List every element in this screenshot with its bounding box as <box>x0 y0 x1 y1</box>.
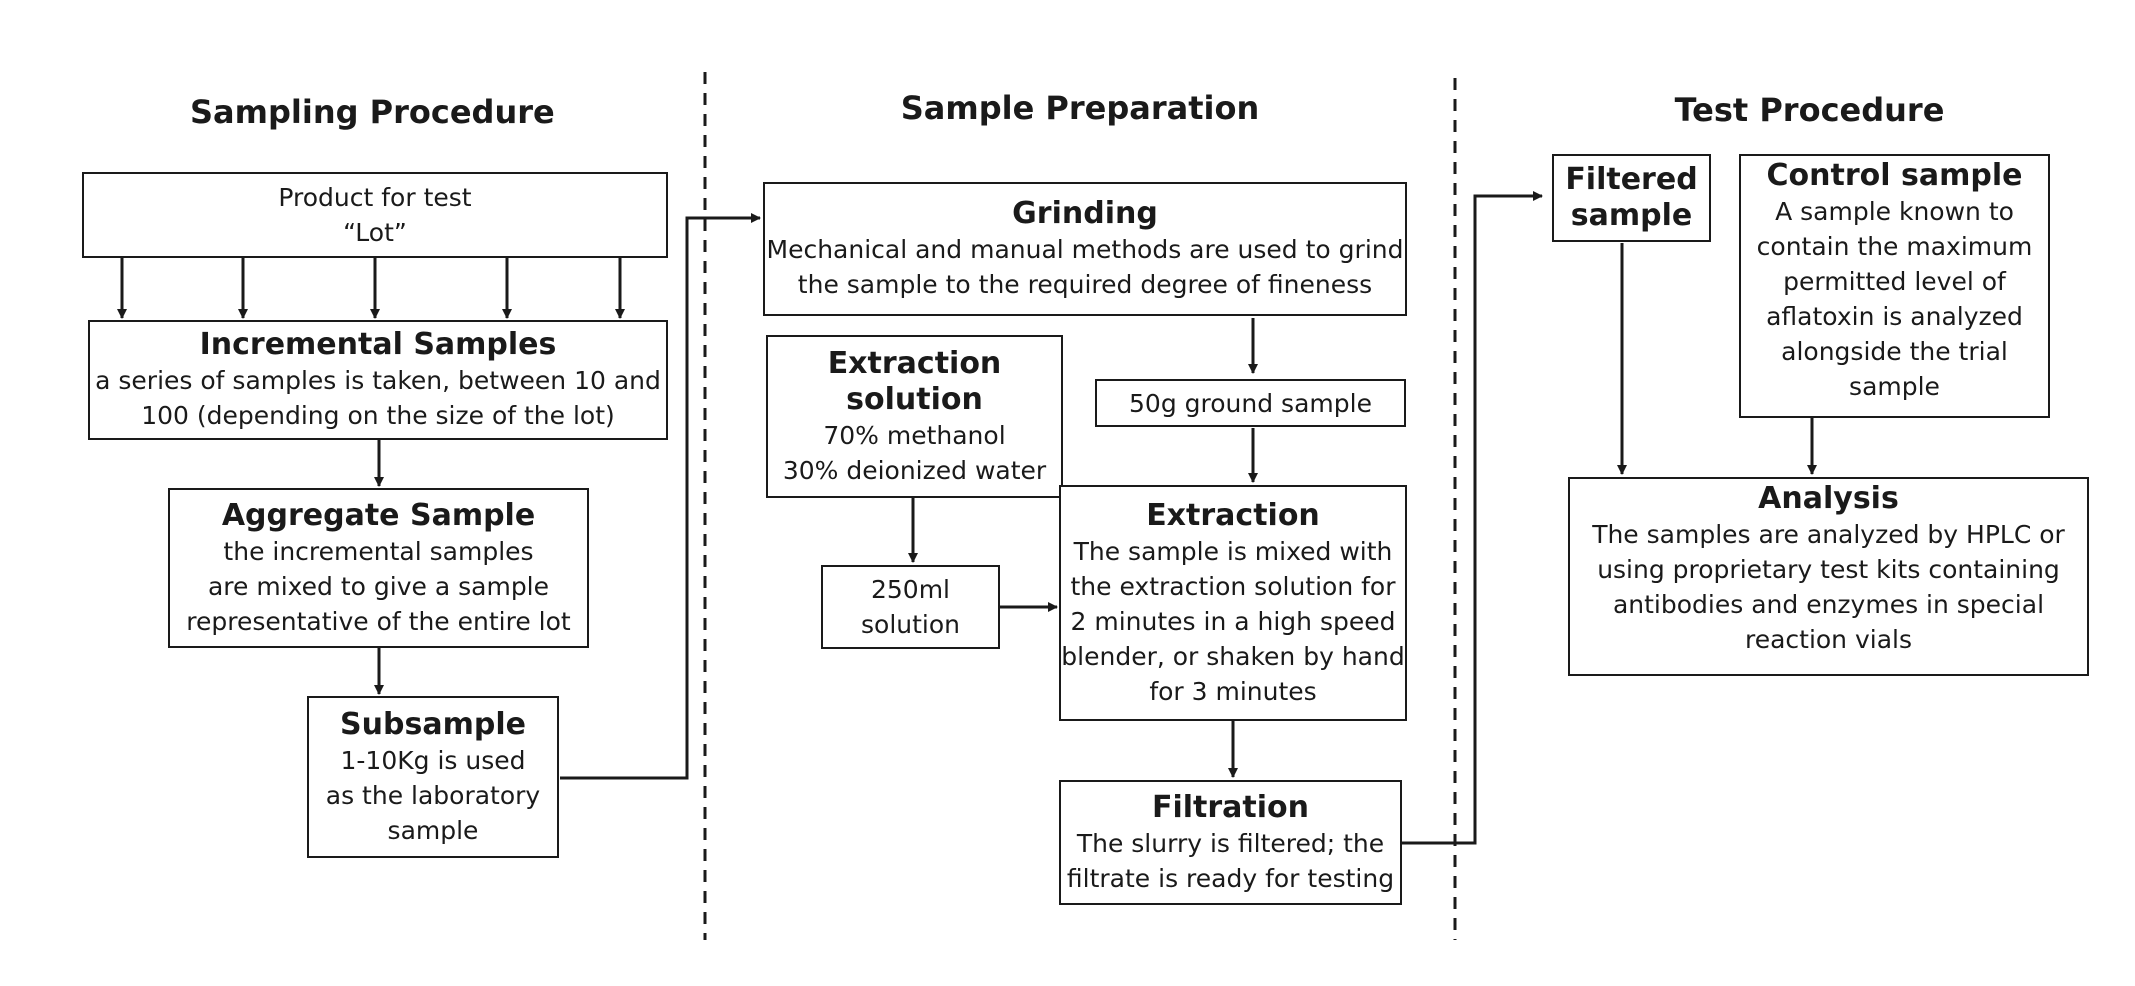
analysis-box: Analysis The samples are analyzed by HPL… <box>1568 477 2089 676</box>
extraction-line-3: 2 minutes in a high speed <box>1070 606 1396 636</box>
ground-sample-box: 50g ground sample <box>1095 379 1406 427</box>
filtration-title: Filtration <box>1151 789 1310 825</box>
extraction-line-2: the extraction solution for <box>1070 571 1396 601</box>
extraction-solution-box: Extraction solution 70% methanol 30% dei… <box>766 335 1063 498</box>
subsample-title: Subsample <box>340 706 526 742</box>
arrow-subsample-grinding <box>560 213 761 780</box>
heading-sampling-procedure: Sampling Procedure <box>190 93 555 131</box>
extraction-line-1: The sample is mixed with <box>1073 536 1393 566</box>
incremental-line-2: 100 (depending on the size of the lot) <box>141 401 615 430</box>
grinding-title: Grinding <box>1012 196 1158 231</box>
extraction-solution-line-2: 30% deionized water <box>782 455 1047 485</box>
extraction-line-4: blender, or shaken by hand <box>1061 641 1405 671</box>
extraction-line-5: for 3 minutes <box>1149 676 1317 706</box>
product-for-test-box: Product for test “Lot” <box>82 172 668 258</box>
aggregate-line-3: representative of the entire lot <box>186 606 571 636</box>
analysis-line-1: The samples are analyzed by HPLC or <box>1592 520 2065 549</box>
filtration-line-2: filtrate is ready for testing <box>1066 863 1395 893</box>
incremental-samples-box: Incremental Samples a series of samples … <box>88 320 668 440</box>
grinding-box: Grinding Mechanical and manual methods a… <box>763 182 1407 316</box>
subsample-line-3: sample <box>387 815 479 845</box>
filtration-line-1: The slurry is filtered; the <box>1076 828 1385 858</box>
aggregate-line-1: the incremental samples <box>223 536 534 566</box>
extraction-solution-line-1: 70% methanol <box>823 420 1006 450</box>
solution-250ml-line-1: 250ml <box>870 575 951 604</box>
control-sample-line-1: A sample known to <box>1775 197 2014 226</box>
aggregate-line-2: are mixed to give a sample <box>207 571 550 601</box>
product-line-1: Product for test <box>278 183 472 212</box>
ground-sample-text: 50g ground sample <box>1129 388 1372 418</box>
analysis-line-4: reaction vials <box>1744 625 1913 654</box>
control-sample-box: Control sample A sample known to contain… <box>1739 154 2050 418</box>
analysis-title: Analysis <box>1758 481 1899 516</box>
control-sample-line-2: contain the maximum <box>1756 232 2033 261</box>
product-line-2: “Lot” <box>343 218 407 247</box>
heading-sample-preparation: Sample Preparation <box>900 89 1260 127</box>
aggregate-sample-box: Aggregate Sample the incremental samples… <box>168 488 589 648</box>
extraction-solution-title-1: Extraction <box>827 345 1002 381</box>
heading-test-procedure: Test Procedure <box>1674 91 1945 129</box>
incremental-title: Incremental Samples <box>199 327 557 362</box>
extraction-solution-title-2: solution <box>846 381 983 417</box>
control-sample-line-3: permitted level of <box>1783 267 2006 296</box>
arrow-filtration-filteredsample <box>1401 191 1543 845</box>
analysis-line-3: antibodies and enzymes in special <box>1612 590 2045 619</box>
filtered-sample-title-2: sample <box>1570 198 1693 233</box>
grinding-line-1: Mechanical and manual methods are used t… <box>766 235 1404 264</box>
solution-250ml-box: 250ml solution <box>821 565 1000 649</box>
filtration-box: Filtration The slurry is filtered; the f… <box>1059 780 1402 905</box>
extraction-box: Extraction The sample is mixed with the … <box>1059 485 1407 721</box>
filtered-sample-box: Filtered sample <box>1552 154 1711 242</box>
grinding-line-2: the sample to the required degree of fin… <box>797 270 1373 299</box>
control-sample-title: Control sample <box>1766 158 2023 193</box>
incremental-line-1: a series of samples is taken, between 10… <box>95 366 661 395</box>
subsample-line-2: as the laboratory <box>325 780 541 810</box>
extraction-title: Extraction <box>1146 497 1320 533</box>
analysis-line-2: using proprietary test kits containing <box>1597 555 2060 584</box>
filtered-sample-title-1: Filtered <box>1565 162 1698 197</box>
solution-250ml-line-2: solution <box>861 610 960 639</box>
control-sample-line-4: aflatoxin is analyzed <box>1766 302 2023 331</box>
aggregate-title: Aggregate Sample <box>221 497 536 533</box>
subsample-box: Subsample 1-10Kg is used as the laborato… <box>307 696 559 858</box>
subsample-line-1: 1-10Kg is used <box>340 745 526 775</box>
control-sample-line-5: alongside the trial sample <box>1781 337 2008 401</box>
